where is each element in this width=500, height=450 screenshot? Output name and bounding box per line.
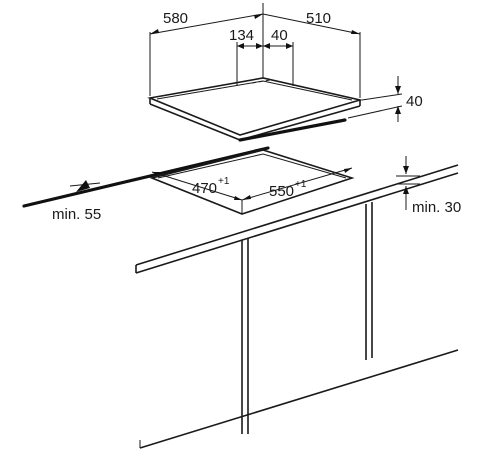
hob-height-label: 40 <box>406 93 423 110</box>
cutout-width-label: 550 <box>269 183 294 200</box>
cutout-inner-edge <box>157 153 347 179</box>
hob-depth-label: 510 <box>306 10 331 27</box>
cabinet-drawing <box>135 202 459 449</box>
cutout-depth-label: 470 <box>192 180 217 197</box>
hob-inner-edge <box>156 80 353 101</box>
floor-line <box>139 349 459 449</box>
hob-top-surface <box>147 77 364 136</box>
worktop-top-line <box>135 164 459 266</box>
cutout-width-tolerance: +1 <box>295 179 307 190</box>
cutout-outline <box>149 149 355 215</box>
offset-side-label: 134 <box>229 27 254 44</box>
worktop-drawing <box>22 146 459 274</box>
worktop-bottom-line <box>135 172 459 274</box>
offset-back-label: 40 <box>271 27 288 44</box>
hob-burner-mark <box>251 79 271 84</box>
dimension-hob-height <box>347 76 403 122</box>
min-front-label: min. 55 <box>52 206 101 223</box>
hob-underside <box>238 118 347 142</box>
hob-drawing <box>147 72 364 142</box>
worktop-front-edge <box>22 146 270 208</box>
dimension-cutout <box>151 167 353 214</box>
hob-width-label: 580 <box>163 10 188 27</box>
min-wall-label: min. 30 <box>412 199 461 216</box>
dimension-lines-top <box>149 3 361 98</box>
dimension-min-wall <box>396 156 420 210</box>
cutout-depth-tolerance: +1 <box>218 176 230 187</box>
dimension-min-front <box>69 180 101 192</box>
